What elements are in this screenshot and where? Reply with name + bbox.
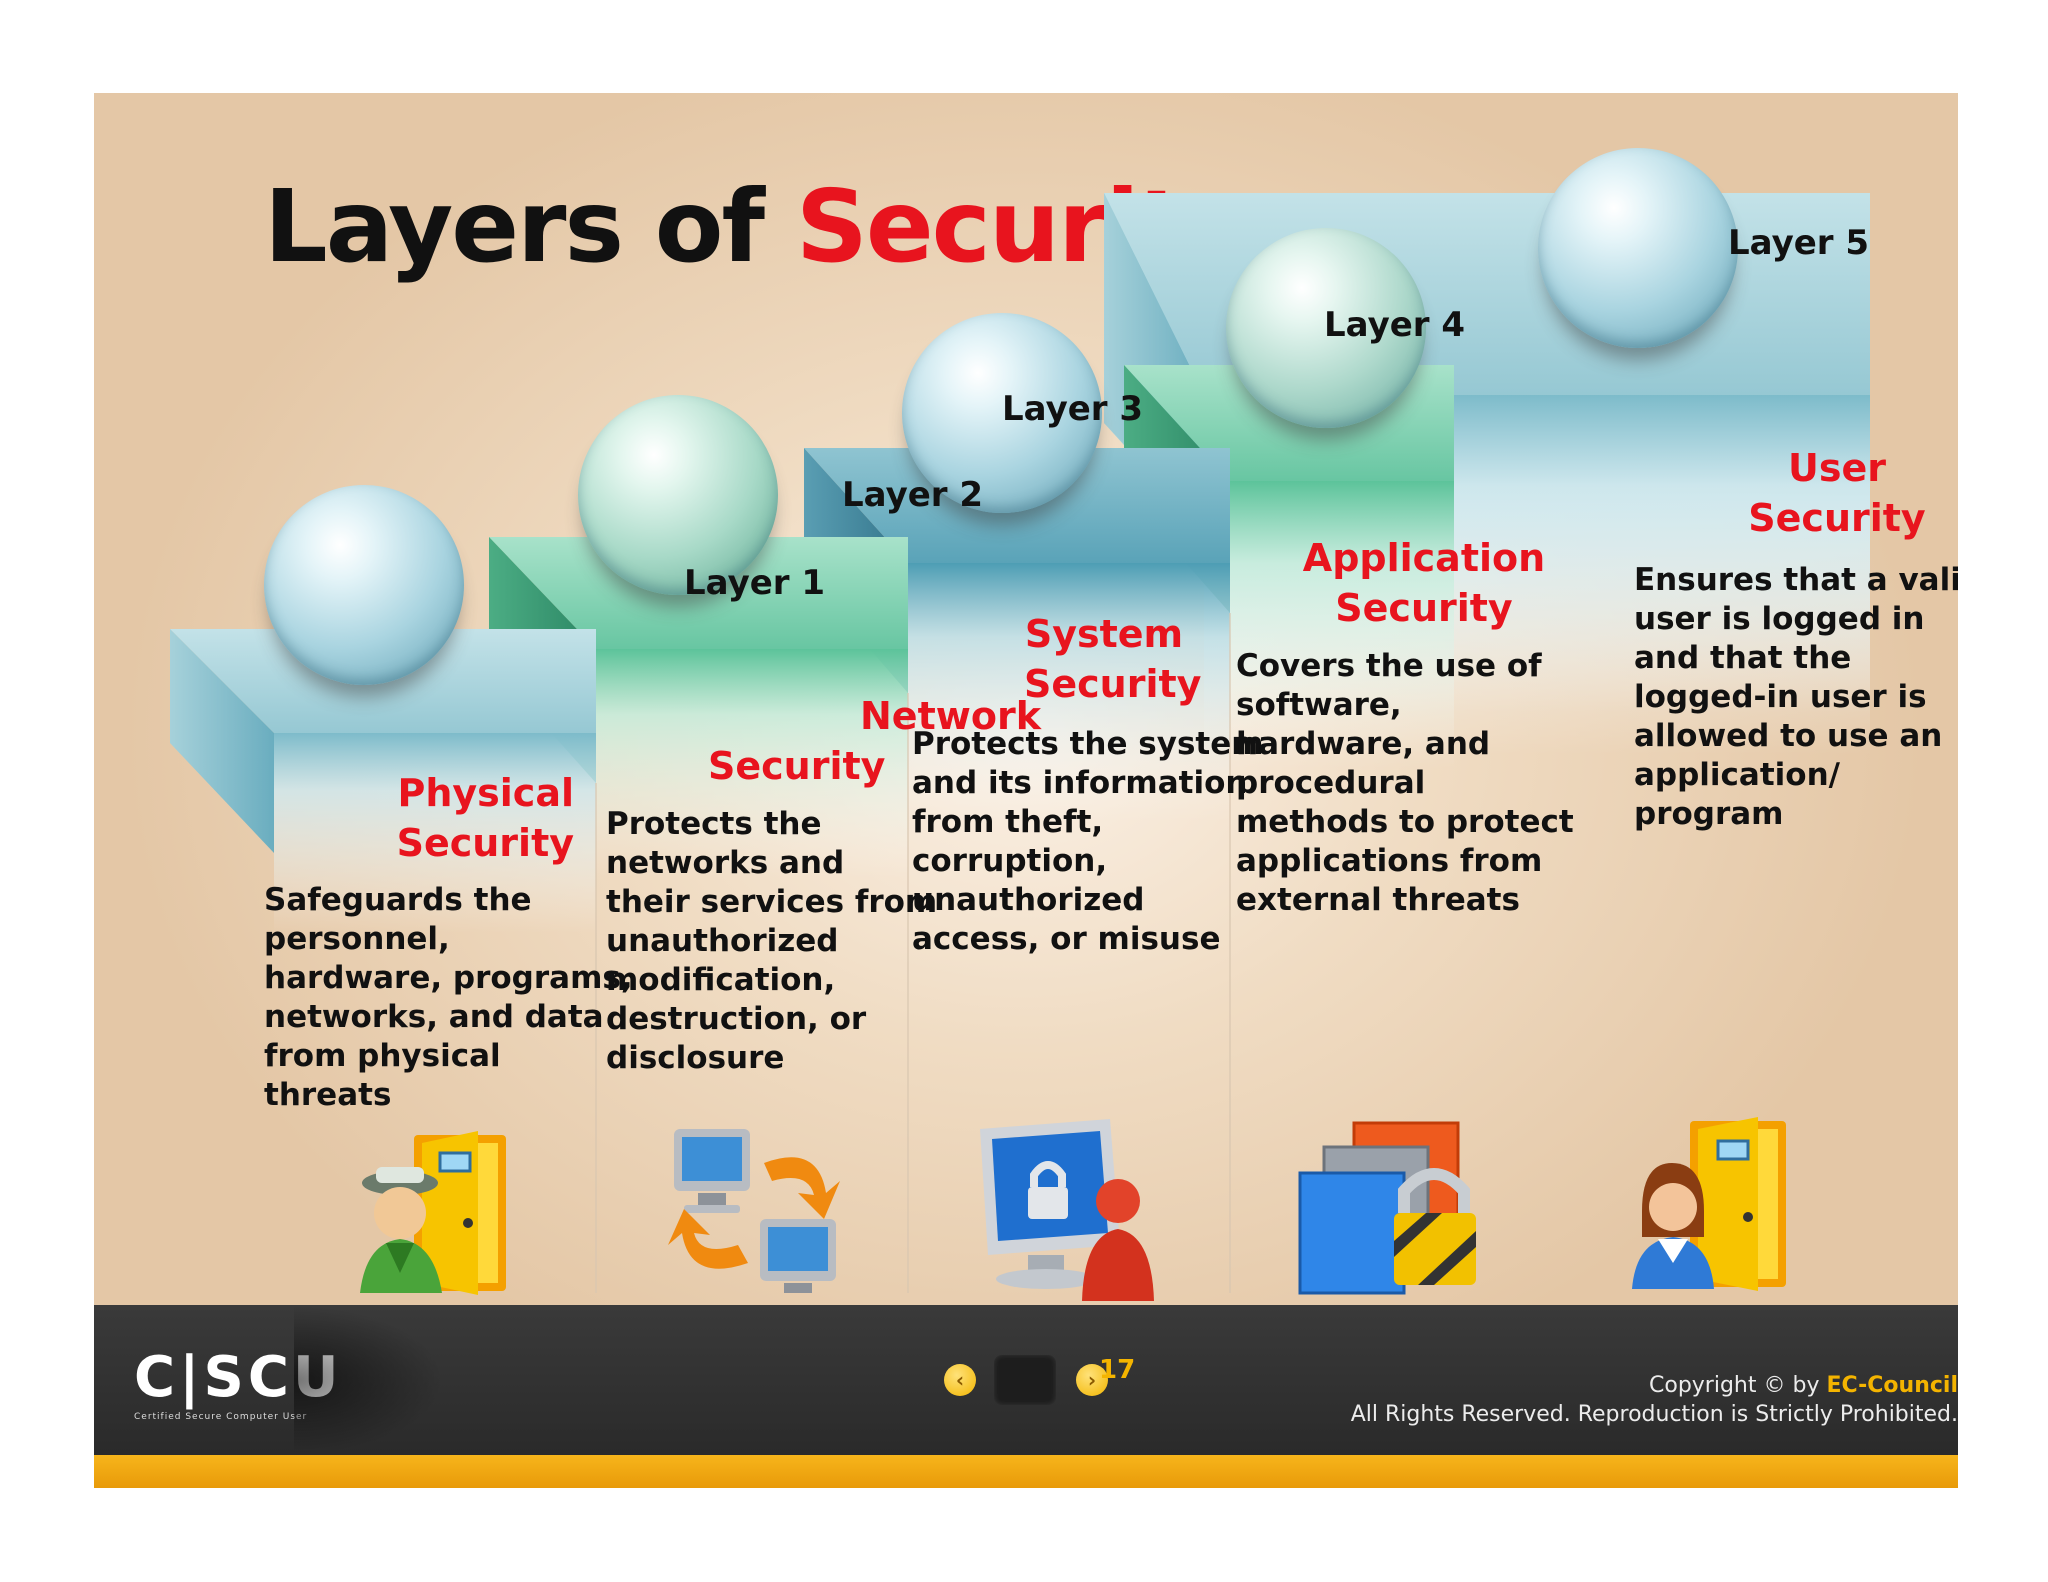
physical-security-description: Safeguards the personnel, hardware, prog… (264, 882, 633, 1113)
security-heading: Security (708, 744, 886, 788)
user-security-description: Ensures that a valid user is logged in a… (1634, 562, 1958, 832)
layer-1-label: Layer 1 (684, 563, 826, 603)
page-indicator-box (994, 1355, 1056, 1405)
logo-shadow (294, 1305, 444, 1455)
layer-4-orb (1226, 228, 1426, 428)
page-number: 17 (1099, 1355, 1136, 1385)
next-slide-button[interactable]: › (1076, 1364, 1108, 1396)
system-security-heading: System Security (1024, 612, 1202, 706)
logo-subtitle: Certified Secure Computer User (134, 1412, 308, 1422)
slide: Layers of Security (94, 93, 1958, 1488)
prev-slide-button[interactable]: ‹ (944, 1364, 976, 1396)
footer-bar: C|SCU Certified Secure Computer User ‹ ›… (94, 1305, 1958, 1455)
copyright-line: Copyright © by EC-Council (1649, 1369, 1958, 1402)
guard-door-icon (360, 1131, 506, 1295)
locked-computer-user-icon (980, 1119, 1154, 1301)
layer-3-label: Layer 3 (1002, 389, 1144, 429)
network-computers-icon (668, 1129, 840, 1293)
layer-2-orb (578, 395, 778, 595)
application-security-heading: Application Security (1302, 536, 1546, 630)
title-prefix: Layers of (264, 168, 796, 285)
physical-security-heading: Physical Security (396, 771, 574, 865)
system-security-description: Protects the system and its information … (912, 726, 1264, 957)
layer-4-label: Layer 4 (1324, 305, 1466, 345)
footer-orange-band (94, 1455, 1958, 1488)
application-padlock-icon (1298, 1121, 1476, 1295)
step-2 (489, 537, 908, 1305)
layer-3-orb (902, 313, 1102, 513)
user-security-heading: User Security (1748, 446, 1926, 540)
layer-5-label: Layer 5 (1728, 223, 1870, 263)
rights-reserved: All Rights Reserved. Reproduction is Str… (1350, 1402, 1958, 1427)
copyright-prefix: Copyright © by (1649, 1373, 1827, 1398)
application-security-description: Covers the use of software, hardware, an… (1236, 648, 1574, 918)
ec-council-brand: EC-Council (1826, 1373, 1958, 1398)
user-door-icon (1632, 1117, 1786, 1291)
layer-1-orb (264, 485, 464, 685)
network-security-description: Protects the networks and their services… (606, 806, 938, 1076)
layer-2-label: Layer 2 (842, 475, 984, 515)
layer-5-orb (1538, 148, 1738, 348)
network-heading: Network (860, 694, 1041, 738)
